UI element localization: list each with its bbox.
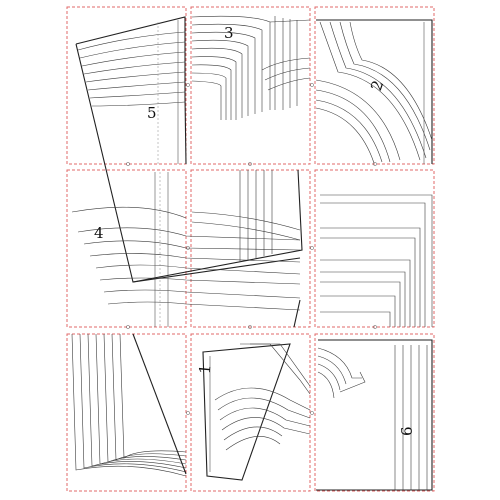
pattern-piece-3 xyxy=(191,15,311,120)
piece-label-4: 4 xyxy=(94,224,104,242)
piece-label-1: 1 xyxy=(196,364,215,375)
pattern-piece-bottom-left xyxy=(71,333,187,477)
page-tile-2 xyxy=(190,6,311,165)
page-tile-1 xyxy=(66,6,187,165)
page-tile-7 xyxy=(66,333,187,492)
pattern-piece-2 xyxy=(315,19,433,164)
piece-label-6: 6 xyxy=(398,426,416,436)
page-tile-9 xyxy=(314,333,435,492)
page-tile-3 xyxy=(314,6,435,165)
page-tiles xyxy=(66,6,435,492)
pattern-piece-1 xyxy=(202,343,311,481)
pattern-piece-6 xyxy=(316,339,433,491)
page-tile-6 xyxy=(314,169,435,328)
pattern-piece-4 xyxy=(71,172,301,327)
page-tile-4 xyxy=(66,169,187,328)
piece-label-3: 3 xyxy=(224,24,234,42)
pattern-piece-stacked-bands xyxy=(320,194,433,327)
pattern-piece-middle-center xyxy=(132,169,303,328)
piece-label-5: 5 xyxy=(147,104,157,122)
page-tile-8 xyxy=(190,333,311,492)
alignment-marks xyxy=(126,83,377,415)
